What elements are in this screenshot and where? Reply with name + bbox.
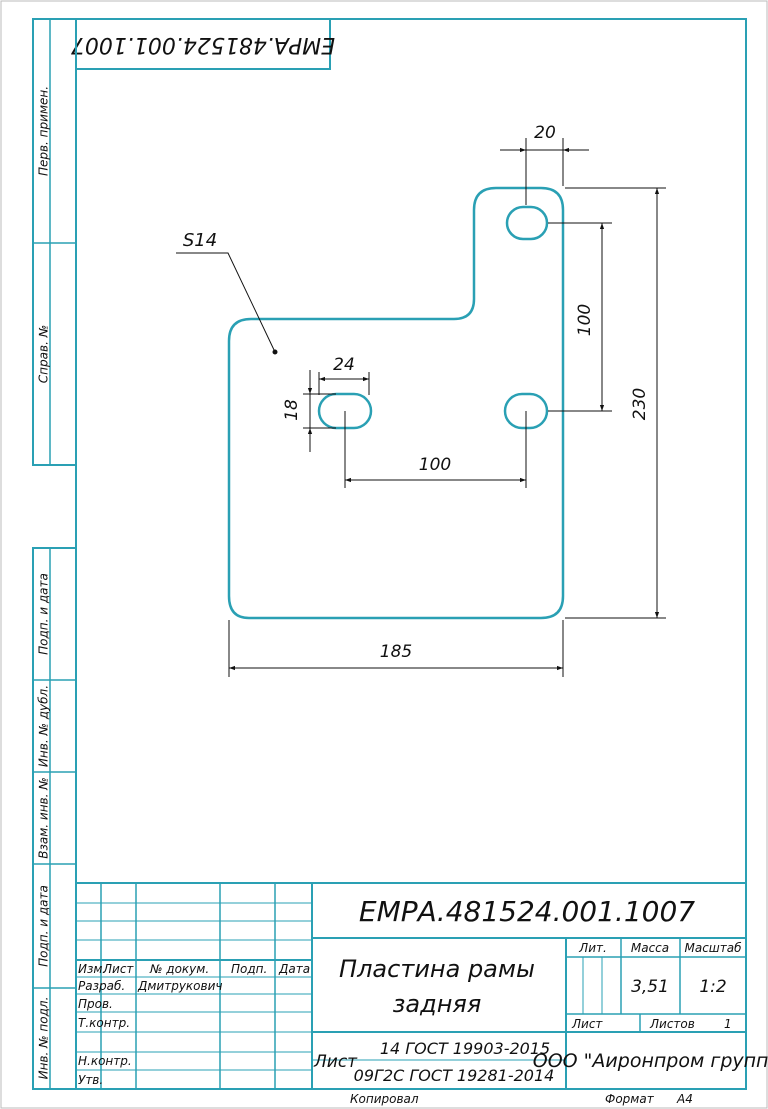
tb-tkontr: Т.контр.	[78, 1016, 130, 1030]
label-vzam-inv: Взам. инв. №	[37, 777, 51, 858]
label-sprav-no: Справ. №	[37, 325, 51, 383]
dim-width: 185	[380, 642, 412, 662]
tb-razrab: Разраб.	[78, 979, 125, 993]
title-block	[75, 882, 747, 1090]
tb-razrab-name: Дмитрукович	[137, 979, 223, 993]
label-podp-data-2: Подп. и дата	[37, 885, 51, 967]
label-podp-data-1: Подп. и дата	[37, 573, 51, 655]
dim-vert-holes: 100	[575, 304, 595, 336]
dim-slot-len: 24	[333, 355, 355, 375]
tb-name-line2: задняя	[393, 990, 482, 1018]
tb-lit-label: Лит.	[578, 941, 607, 955]
tb-col-izm: Изм.	[78, 962, 106, 976]
footer-copied: Копировал	[350, 1092, 419, 1106]
dim-height: 230	[630, 388, 650, 420]
dim-top-width: 20	[534, 123, 556, 143]
slot-right	[503, 392, 549, 430]
part-label: S14	[183, 230, 217, 251]
tb-code: ЕМРА.481524.001.1007	[359, 895, 695, 928]
dimension-texts: 20 100 230 24 18 100 185 S14	[183, 123, 650, 662]
tb-sheets-value: 1	[724, 1017, 732, 1031]
tb-scale-label: Масштаб	[684, 941, 742, 955]
slot-left	[317, 392, 373, 430]
dimensions	[176, 138, 666, 677]
tb-material-prefix: Лист	[313, 1052, 358, 1072]
dim-slot-h: 18	[282, 399, 302, 421]
footer: Копировал Формат А4	[350, 1092, 693, 1106]
tb-name-line1: Пластина рамы	[339, 955, 535, 983]
rotated-code-box: ЕМРА.481524.001.1007	[71, 18, 335, 70]
tb-company: ООО "Аиронпром групп"	[533, 1050, 768, 1072]
tb-mass: 3,51	[631, 977, 669, 997]
tb-sheets-label: Листов	[649, 1017, 695, 1031]
title-block-texts: ЕМРА.481524.001.1007 Пластина рамы задня…	[78, 895, 768, 1087]
part-drawing	[227, 186, 565, 620]
footer-format-value: А4	[676, 1092, 693, 1106]
tb-col-podp: Подп.	[231, 962, 267, 976]
dim-horiz-holes: 100	[419, 455, 451, 475]
slot-top	[505, 205, 549, 241]
tb-col-doc: № докум.	[149, 962, 209, 976]
tb-utv: Утв.	[78, 1073, 103, 1087]
drawing-frame	[75, 18, 747, 1090]
tb-material-bottom: 09Г2С ГОСТ 19281-2014	[354, 1066, 555, 1085]
label-inv-dubl: Инв. № дубл.	[37, 685, 51, 767]
tb-nkontr: Н.контр.	[78, 1054, 132, 1068]
rotated-code: ЕМРА.481524.001.1007	[71, 32, 335, 57]
tb-scale: 1:2	[699, 977, 726, 997]
tb-prov: Пров.	[78, 997, 113, 1011]
label-perv-primen: Перв. примен.	[37, 86, 51, 176]
footer-format-label: Формат	[605, 1092, 655, 1106]
side-stamp: Перв. примен. Справ. № Подп. и дата Инв.…	[32, 18, 77, 1090]
tb-col-data: Дата	[278, 962, 310, 976]
tb-sheet-label: Лист	[571, 1017, 603, 1031]
tb-material-top: 14 ГОСТ 19903-2015	[380, 1039, 550, 1058]
tb-col-list: Лист	[102, 962, 134, 976]
tb-mass-label: Масса	[631, 941, 669, 955]
label-inv-podl: Инв. № подл.	[37, 997, 51, 1080]
plate-outline	[227, 186, 565, 620]
